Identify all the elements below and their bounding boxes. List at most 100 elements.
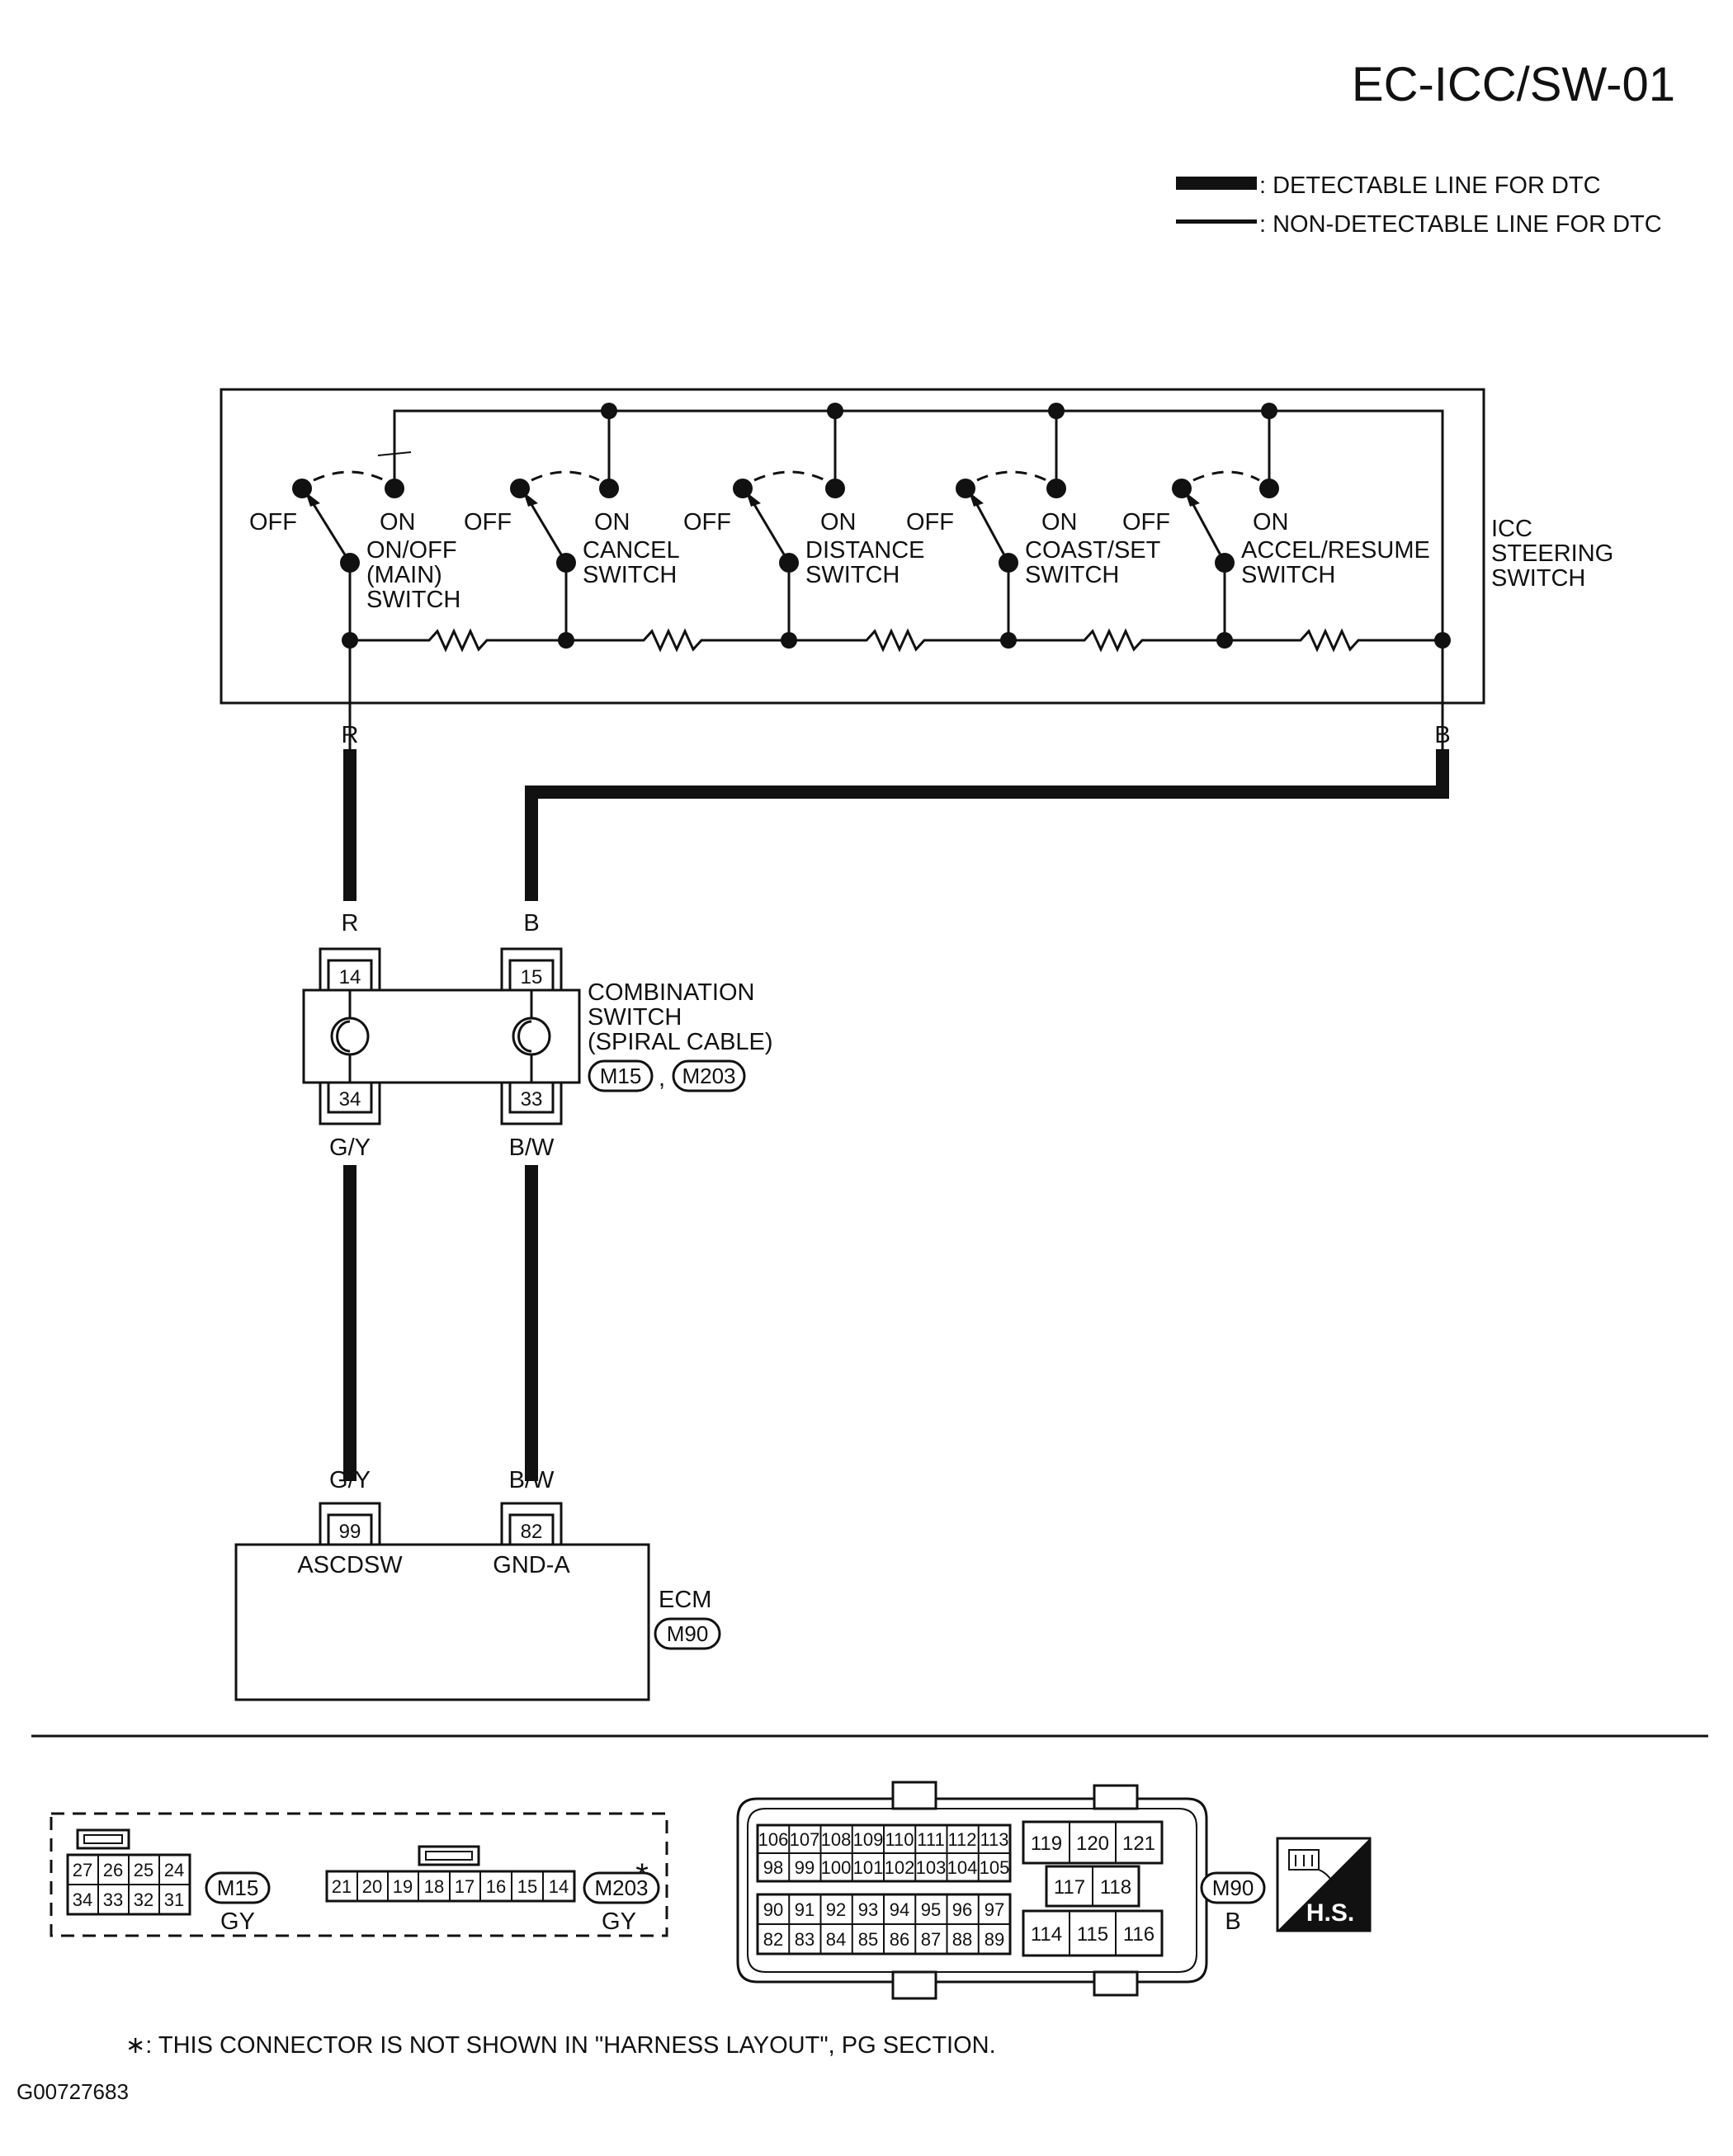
- m90-pin: 91: [795, 1899, 815, 1920]
- switch-distance-arrowhead: [746, 492, 761, 507]
- m90-pin: 100: [821, 1857, 852, 1878]
- m203-pin: 16: [486, 1876, 506, 1897]
- ecm-terminal-ascdsw: ASCDSW: [297, 1552, 403, 1578]
- switch-main-label-line2: (MAIN): [366, 562, 442, 588]
- conn-14-box: [327, 959, 373, 992]
- switch-main-label-line3: SWITCH: [366, 587, 460, 613]
- m15-view-tag-text: M15: [217, 1875, 259, 1900]
- wire-bw-label: B/W: [509, 1135, 555, 1161]
- ecm-terminal-gnd-a: GND-A: [493, 1552, 570, 1578]
- ecm-connector-tag: [654, 1617, 721, 1650]
- connector-tag-separator: ,: [659, 1065, 665, 1092]
- m90-pin: 118: [1100, 1876, 1131, 1899]
- switch-main-on-contact: [385, 479, 404, 498]
- m203-pin: 19: [393, 1876, 413, 1897]
- m203-view-tag: [583, 1871, 660, 1904]
- combination-switch-label-line3: (SPIRAL CABLE): [588, 1029, 773, 1055]
- m90-pin: 85: [858, 1929, 878, 1950]
- figure-id: G00727683: [17, 2079, 129, 2104]
- m90-pin: 105: [980, 1857, 1010, 1878]
- switch-accel-resume: OFF ON ACCEL/RESUME SWITCH: [1122, 403, 1430, 649]
- m90-upper-columns: [788, 1825, 980, 1881]
- wire-r-label: R: [342, 910, 359, 936]
- m90-pin: 97: [985, 1899, 1004, 1920]
- m90-bottom-latch-right: [1093, 1970, 1139, 1997]
- pin-99: 99: [339, 1521, 361, 1543]
- legend-thick-swatch: [1176, 177, 1257, 190]
- hs-badge: H.S.: [1276, 1837, 1372, 1932]
- m90-view-tag: [1200, 1871, 1266, 1904]
- m90-right-bottom-block: [1022, 1909, 1164, 1957]
- m90-housing-inner: [747, 1808, 1197, 1973]
- m90-pin: 82: [763, 1929, 783, 1950]
- m90-pin: 121: [1122, 1833, 1155, 1855]
- m15-latch-inner: [83, 1834, 123, 1844]
- conn-14-bracket: [319, 947, 381, 990]
- m15-view-tag: [205, 1871, 271, 1904]
- switch-cancel-swing-arc: [531, 470, 600, 482]
- connector-view-m90: 106 107 108 109 110 111 112 113 98 99 10…: [736, 1781, 1266, 2000]
- switch-coast-set-label-line1: COAST/SET: [1025, 537, 1161, 564]
- hs-badge-text: H.S.: [1306, 1899, 1354, 1927]
- switch-distance-swing-arc: [753, 470, 826, 482]
- switch-distance-off-label: OFF: [683, 509, 731, 535]
- switch-coast-set-off-label: OFF: [906, 509, 954, 535]
- m203-pin: 20: [362, 1876, 382, 1897]
- conn-33-bracket: [500, 1083, 563, 1125]
- m90-pin: 86: [890, 1929, 909, 1950]
- ecm: 99 82 ASCDSW GND-A ECM M90: [234, 1502, 721, 1701]
- switch-coast-set-swing-arc: [976, 470, 1047, 482]
- m15-pin: 34: [73, 1889, 92, 1910]
- pin-15: 15: [521, 966, 543, 988]
- spiral-right-coil-inner: [517, 1020, 532, 1053]
- conn-33-box: [508, 1081, 555, 1114]
- m15-pin: 31: [164, 1889, 184, 1910]
- switch-accel-resume-label-line2: SWITCH: [1241, 562, 1335, 588]
- wire-bw-label-bottom: B/W: [509, 1467, 555, 1493]
- m90-pin: 99: [795, 1857, 815, 1878]
- m90-top-latch-right: [1093, 1784, 1139, 1810]
- ecm-connector-tag-text: M90: [667, 1621, 709, 1646]
- m203-color: GY: [602, 1908, 636, 1935]
- switch-accel-resume-swing-arc: [1192, 470, 1260, 482]
- switch-coast-set-blade: [974, 501, 1010, 564]
- switch-accel-resume-label-line1: ACCEL/RESUME: [1241, 537, 1430, 564]
- switch-distance-bus-node: [781, 632, 797, 649]
- pin-82: 82: [521, 1521, 543, 1543]
- legend-non-detectable-text: : NON-DETECTABLE LINE FOR DTC: [1259, 211, 1662, 238]
- switch-coast-set-on-label: ON: [1041, 509, 1078, 535]
- m90-pin: 119: [1031, 1833, 1062, 1855]
- switch-cancel-bus-node: [558, 632, 574, 649]
- wire-gy-label-bottom: G/Y: [329, 1467, 371, 1493]
- ecm-conn-99-box: [327, 1513, 373, 1546]
- m90-pin: 116: [1123, 1923, 1155, 1946]
- m90-pin: 90: [763, 1899, 783, 1920]
- m90-pin: 117: [1054, 1876, 1085, 1899]
- m15-pin: 27: [73, 1860, 92, 1880]
- m90-view-tag-text: M90: [1212, 1875, 1254, 1900]
- switch-coast-set: OFF ON COAST/SET SWITCH: [906, 403, 1161, 649]
- pin-33: 33: [521, 1088, 543, 1111]
- m15-color: GY: [220, 1908, 255, 1935]
- m90-pin: 107: [790, 1829, 820, 1850]
- switch-cancel: OFF ON CANCEL SWITCH: [464, 403, 680, 649]
- m90-pin: 103: [916, 1857, 947, 1878]
- m90-pin: 95: [921, 1899, 941, 1920]
- footnote: ∗: THIS CONNECTOR IS NOT SHOWN IN "HARNE…: [125, 2032, 996, 2059]
- m90-pin: 89: [985, 1929, 1004, 1950]
- switch-distance-blade: [751, 501, 791, 564]
- m90-color: B: [1225, 1908, 1240, 1935]
- pin-34: 34: [339, 1088, 361, 1111]
- switch-cancel-blade: [528, 501, 568, 564]
- m203-pin: 17: [455, 1876, 475, 1897]
- connector-tag-m203-text: M203: [682, 1064, 735, 1088]
- switch-main-off-label: OFF: [249, 509, 297, 535]
- conn-15-bracket: [500, 947, 563, 990]
- combination-switch-label-line1: COMBINATION: [588, 979, 754, 1006]
- m90-pin: 96: [952, 1899, 972, 1920]
- m90-pin: 114: [1031, 1923, 1062, 1946]
- m90-housing: [736, 1797, 1208, 1984]
- connector-tag-m203: [672, 1059, 746, 1092]
- m90-pin: 104: [947, 1857, 978, 1878]
- m90-pin: 98: [763, 1857, 783, 1878]
